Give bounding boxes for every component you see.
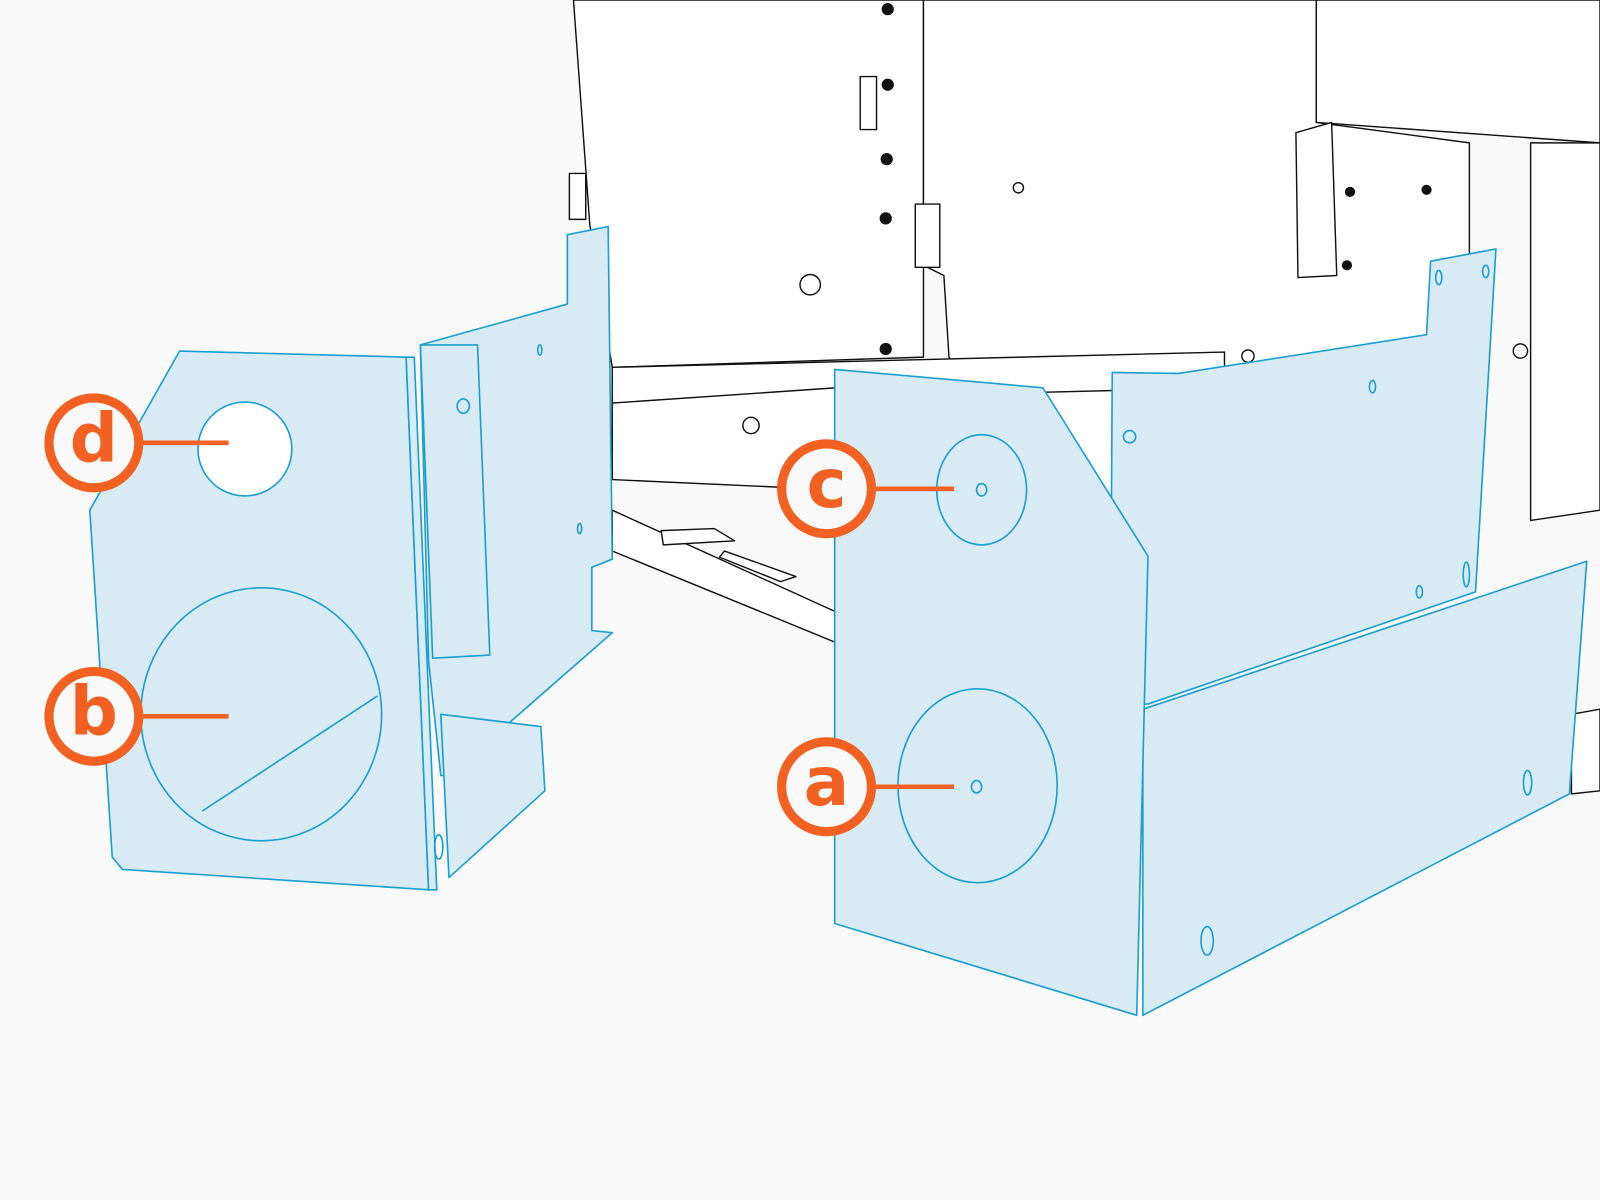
callout-a-label: a	[804, 742, 849, 821]
callout-b: b	[44, 666, 229, 766]
callout-d: d	[44, 393, 229, 493]
callout-c: c	[777, 439, 955, 539]
callout-b-label: b	[70, 672, 118, 751]
callout-c-label: c	[807, 444, 847, 523]
callout-d-label: d	[70, 398, 118, 477]
left-side-panel	[88, 225, 614, 891]
hole-d	[197, 401, 293, 497]
right-side-panel	[833, 248, 1588, 1017]
callout-a: a	[777, 737, 955, 837]
